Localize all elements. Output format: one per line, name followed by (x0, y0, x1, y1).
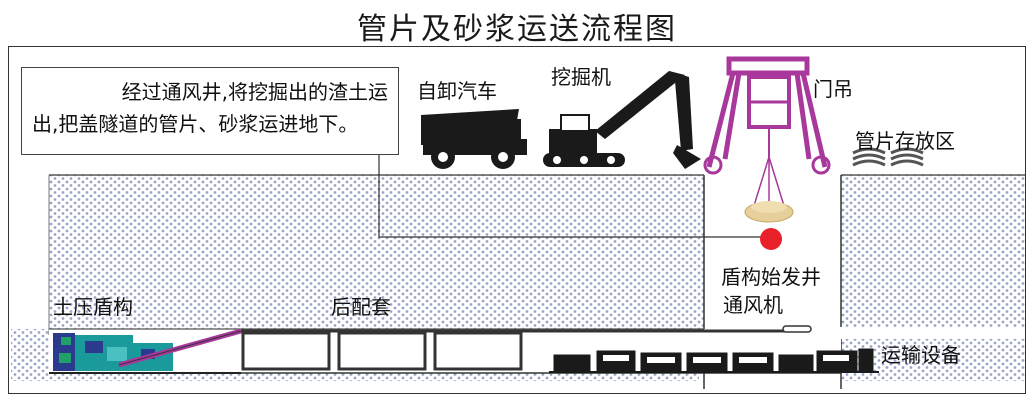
dump-truck-icon (421, 109, 527, 169)
label-fan: 通风机 (723, 293, 783, 317)
callout-note-line2: 出,把盖隧道的管片、砂浆运进地下。 (32, 112, 359, 136)
page-title: 管片及砂浆运送流程图 (357, 12, 677, 47)
label-excavator: 挖掘机 (551, 65, 611, 89)
label-shaft: 盾构始发井 (721, 265, 821, 289)
transport-train (549, 348, 879, 373)
tbm-machine (49, 328, 242, 374)
backup-trailers (241, 331, 523, 371)
label-backup: 后配套 (331, 295, 391, 319)
gantry-crane-icon (703, 56, 831, 175)
diagram-panel: 经过通风井,将挖掘出的渣土运 出,把盖隧道的管片、砂浆运进地下。 自卸汽车 挖掘… (8, 46, 1026, 394)
excavator-icon (543, 71, 701, 169)
hoist-load (744, 156, 794, 223)
segment-stack-icon (852, 147, 924, 167)
callout-note-line1: 经过通风井,将挖掘出的渣土运 (121, 80, 388, 104)
label-tbm: 土压盾构 (53, 295, 133, 319)
label-dump-truck: 自卸汽车 (417, 79, 497, 103)
label-transport: 运输设备 (881, 343, 961, 367)
callout-line (378, 155, 769, 238)
ventilation-marker (760, 228, 782, 250)
label-segment-storage: 管片存放区 (855, 129, 955, 153)
label-gantry-crane: 门吊 (813, 77, 853, 101)
callout-note: 经过通风井,将挖掘出的渣土运 出,把盖隧道的管片、砂浆运进地下。 (21, 67, 399, 155)
tunnel-diagram (11, 56, 1025, 389)
